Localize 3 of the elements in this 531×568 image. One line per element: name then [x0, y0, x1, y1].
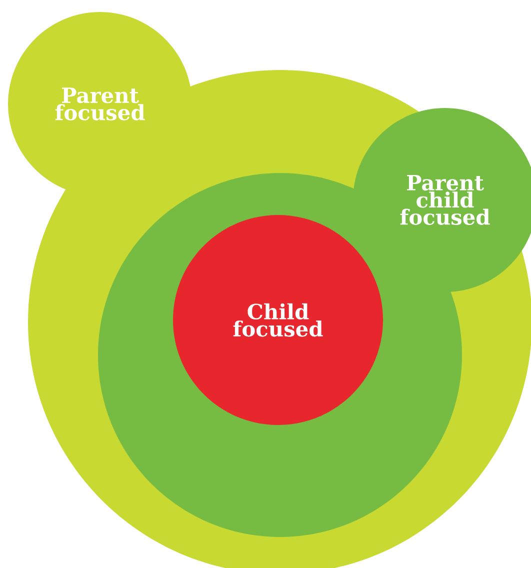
circle-label: Parent focused	[8, 12, 192, 196]
circle-label: Parent child focused	[353, 108, 531, 292]
circle-label: Child focused	[173, 215, 383, 425]
